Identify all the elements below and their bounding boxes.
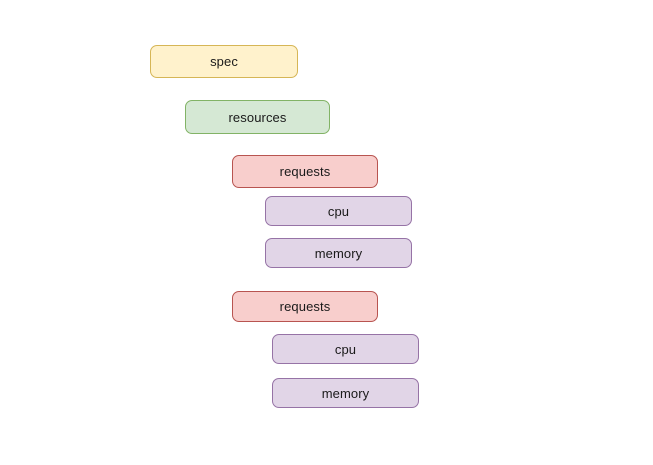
node-label: spec xyxy=(210,54,238,69)
node-label: requests xyxy=(279,164,331,179)
node-requests-1[interactable]: requests xyxy=(232,155,378,188)
node-cpu-1[interactable]: cpu xyxy=(265,196,412,226)
node-label: cpu xyxy=(334,341,357,357)
node-memory-2[interactable]: memory xyxy=(272,378,419,408)
node-label: requests xyxy=(279,299,331,314)
node-label: cpu xyxy=(327,203,350,219)
node-label: memory xyxy=(321,385,370,401)
node-label: resources xyxy=(228,109,287,125)
node-spec[interactable]: spec xyxy=(150,45,298,78)
node-memory-1[interactable]: memory xyxy=(265,238,412,268)
node-requests-2[interactable]: requests xyxy=(232,291,378,322)
node-resources[interactable]: resources xyxy=(185,100,330,134)
node-cpu-2[interactable]: cpu xyxy=(272,334,419,364)
node-label: memory xyxy=(314,245,363,261)
